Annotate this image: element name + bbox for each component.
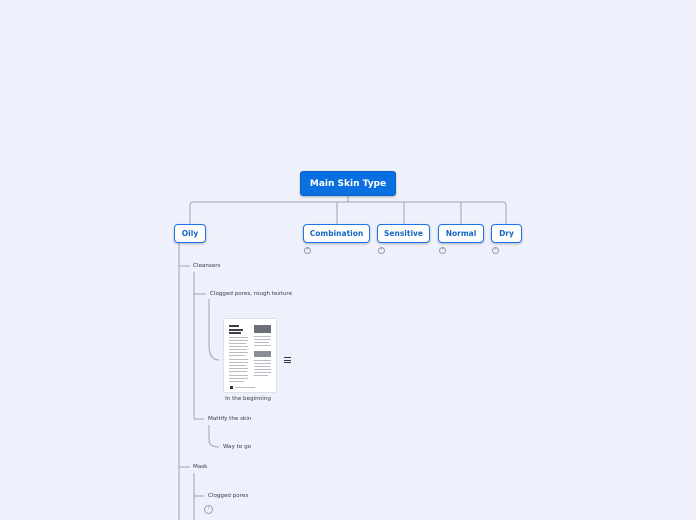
root-node-label: Main Skin Type [309, 178, 387, 189]
image-caption: In the beginning [225, 396, 271, 402]
expand-sensitive-icon[interactable]: + [378, 247, 385, 254]
info-icon[interactable]: i [204, 505, 213, 514]
root-node[interactable]: Main Skin Type [300, 171, 396, 196]
leaf-cleansers[interactable]: Cleansers [193, 263, 221, 269]
expand-combination-icon[interactable]: + [304, 247, 311, 254]
connector-image [208, 299, 220, 361]
node-oily[interactable]: Oily [174, 224, 206, 243]
node-sensitive-label: Sensitive [384, 229, 423, 238]
expand-normal-icon[interactable]: + [439, 247, 446, 254]
node-oily-label: Oily [181, 229, 199, 238]
node-normal-label: Normal [445, 229, 477, 238]
node-sensitive[interactable]: Sensitive [377, 224, 430, 243]
leaf-mask[interactable]: Mask [193, 464, 208, 470]
node-normal[interactable]: Normal [438, 224, 484, 243]
node-dry[interactable]: Dry [491, 224, 522, 243]
document-thumbnail[interactable] [224, 319, 276, 392]
leaf-way-to-go[interactable]: Way to go [223, 444, 252, 450]
expand-dry-icon[interactable]: ∞ [492, 247, 499, 254]
node-combination-label: Combination [309, 229, 364, 238]
node-dry-label: Dry [499, 229, 514, 238]
connector-way [208, 425, 220, 448]
notes-icon[interactable] [284, 357, 291, 363]
leaf-mask-clogged[interactable]: Clogged pores [208, 493, 249, 499]
leaf-clogged-rough[interactable]: Clogged pores, rough texture [210, 291, 293, 297]
node-combination[interactable]: Combination [303, 224, 370, 243]
leaf-mattify[interactable]: Mattify the skin [208, 416, 252, 422]
connector-bus [189, 201, 507, 224]
